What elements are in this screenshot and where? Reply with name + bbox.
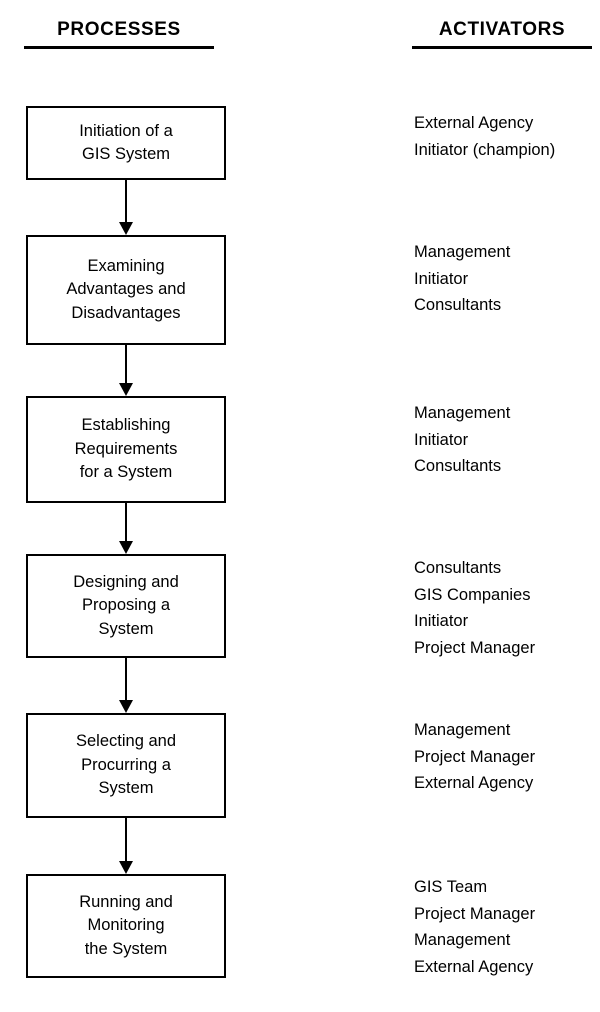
activator-item: Initiator (champion) [414,140,556,159]
activator-item: Management [414,243,511,261]
arrow-shaft-icon [125,658,127,700]
arrow-head-icon [119,861,133,874]
activator-group-2: Management Initiator Consultants [414,239,600,319]
activator-item: GIS Team [414,878,488,896]
activator-item: External Agency [414,958,534,977]
process-box-2[interactable]: Examining Advantages and Disadvantages [26,235,226,345]
arrow-shaft-icon [125,818,127,861]
arrow-shaft-icon [125,503,127,541]
column-header-activators-label: ACTIVATORS [438,19,566,40]
process-box-1-label: Initiation of a GIS System [79,121,173,163]
process-box-1[interactable]: Initiation of a GIS System [26,106,226,180]
activator-group-4: Consultants GIS Companies Initiator Proj… [414,555,600,662]
activator-item: Project Manager [414,747,536,766]
activator-group-5: Management Project Manager External Agen… [414,717,600,797]
activator-item: Consultants [414,296,502,315]
activator-item: Consultants [414,559,502,577]
arrow-head-icon [119,222,133,235]
activator-item: Initiator [414,430,469,449]
column-header-processes-underline [24,46,214,49]
process-box-5[interactable]: Selecting and Procurring a System [26,713,226,818]
process-box-2-label: Examining Advantages and Disadvantages [66,256,186,322]
process-box-6[interactable]: Running and Monitoring the System [26,874,226,978]
arrow-shaft-icon [125,180,127,222]
column-header-activators-underline [412,46,592,49]
column-header-activators: ACTIVATORS [412,20,592,49]
activator-item: Management [414,721,511,739]
arrow-connector-1-to-2 [118,180,134,235]
activator-item: External Agency [414,774,534,793]
activator-item: GIS Companies [414,585,531,604]
column-header-processes-label: PROCESSES [57,19,181,40]
column-header-processes: PROCESSES [24,20,214,49]
process-box-4-label: Designing and Proposing a System [73,572,179,638]
arrow-head-icon [119,383,133,396]
activator-group-1: External Agency Initiator (champion) [414,110,600,163]
arrow-connector-3-to-4 [118,503,134,554]
activator-item: Initiator [414,612,469,631]
activator-item: Project Manager [414,904,536,923]
arrow-connector-2-to-3 [118,345,134,396]
activator-item: Consultants [414,457,502,476]
activator-item: Initiator [414,269,469,288]
process-box-3[interactable]: Establishing Requirements for a System [26,396,226,503]
arrow-head-icon [119,700,133,713]
arrow-head-icon [119,541,133,554]
activator-group-6: GIS Team Project Manager Management Exte… [414,874,600,981]
arrow-connector-5-to-6 [118,818,134,874]
activator-item: Management [414,931,511,950]
process-box-4[interactable]: Designing and Proposing a System [26,554,226,658]
activator-item: External Agency [414,114,534,132]
process-box-5-label: Selecting and Procurring a System [76,732,176,798]
arrow-shaft-icon [125,345,127,383]
activator-group-3: Management Initiator Consultants [414,400,600,480]
arrow-connector-4-to-5 [118,658,134,713]
process-box-3-label: Establishing Requirements for a System [74,416,178,482]
activator-item: Project Manager [414,639,536,658]
activator-item: Management [414,404,511,422]
process-box-6-label: Running and Monitoring the System [79,892,173,958]
